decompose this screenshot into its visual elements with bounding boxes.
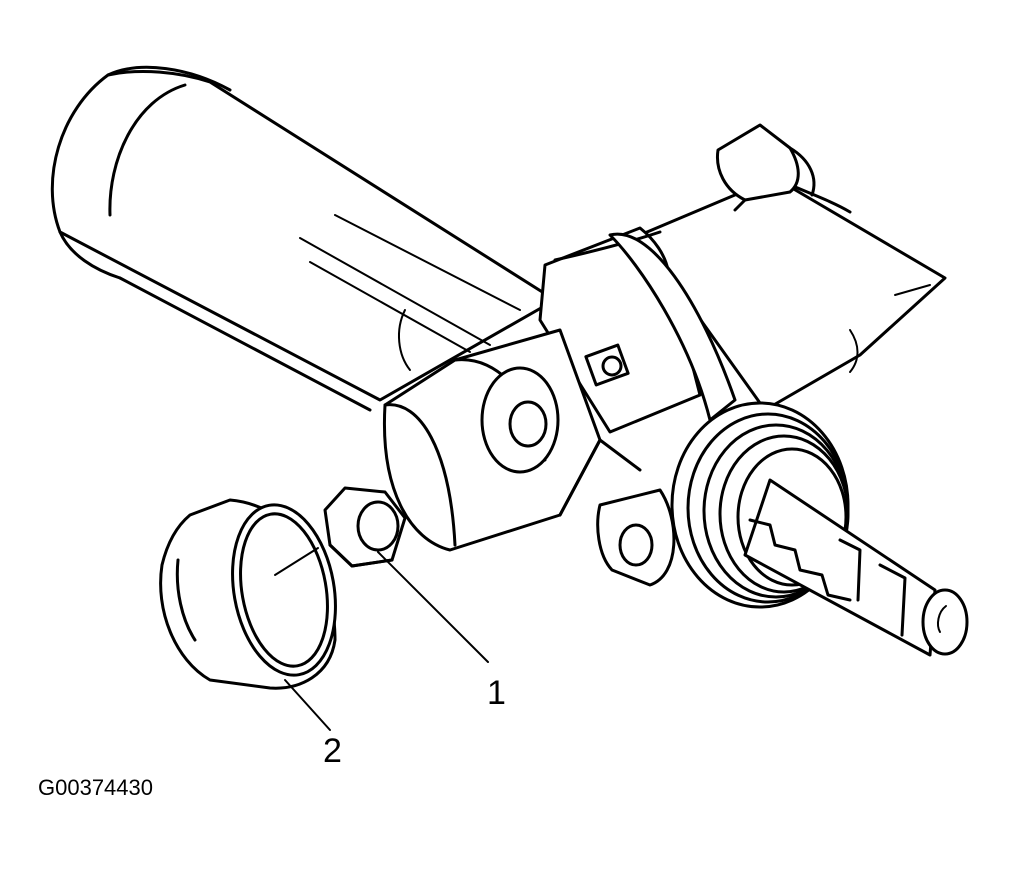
leader-line-1 xyxy=(377,551,489,663)
leader-center-2 xyxy=(274,547,319,576)
leader-line-2 xyxy=(284,679,331,731)
splined-shaft xyxy=(743,478,969,657)
figure-code: G00374430 xyxy=(38,775,153,800)
gear-housing xyxy=(50,65,557,412)
callout-number-2: 2 xyxy=(323,732,342,770)
callout-number-1: 1 xyxy=(487,674,506,712)
joint-yoke xyxy=(382,328,642,552)
nut-part xyxy=(323,486,407,568)
cap-part xyxy=(159,498,337,690)
top-cap xyxy=(715,123,816,212)
mounting-ear xyxy=(596,488,676,587)
